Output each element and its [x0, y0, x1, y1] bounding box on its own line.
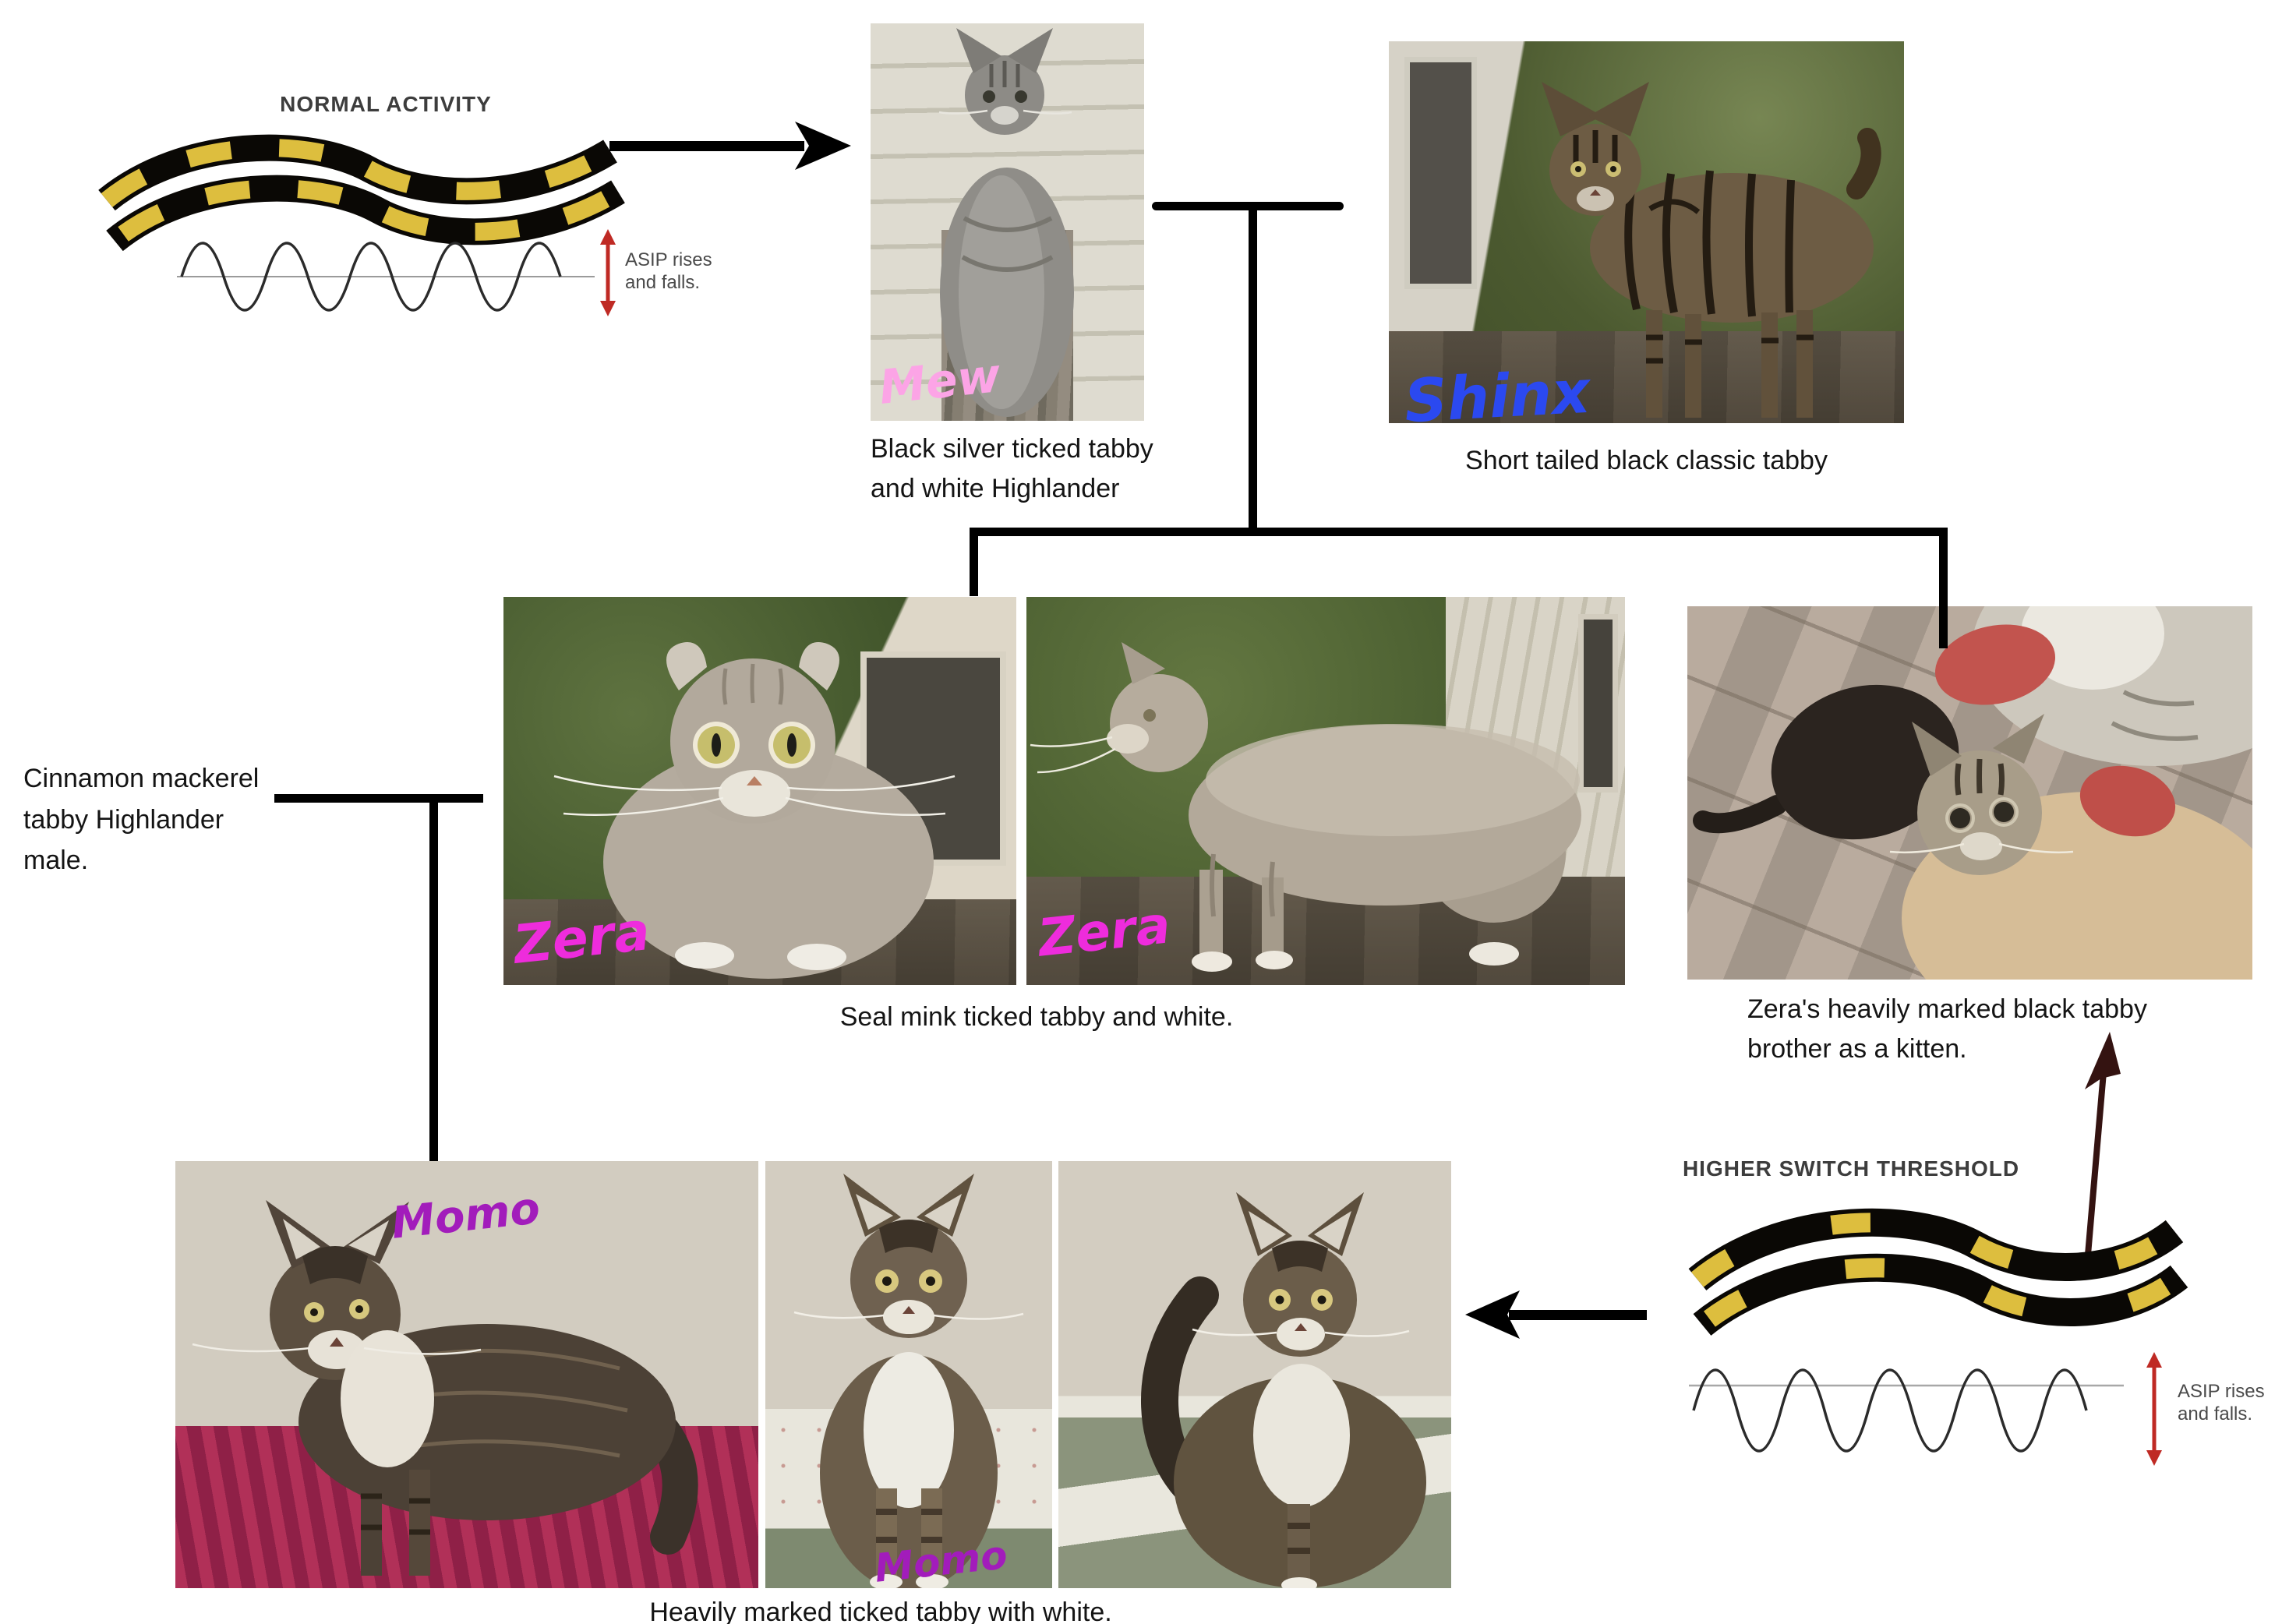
connector-sire-horizontal	[274, 794, 483, 803]
higher-threshold-hair-bands-illustration	[1688, 1208, 2188, 1336]
photo-zera-brother-kitten	[1687, 606, 2252, 980]
zera-side-window	[1577, 613, 1618, 793]
shinx-caption: Short tailed black classic tabby	[1465, 446, 1828, 475]
zera-cat-illustration	[553, 642, 956, 979]
photo-zera-front: Zera	[503, 597, 1016, 985]
higher-threshold-asip-wave	[1689, 1368, 2124, 1453]
zera-brother-caption: Zera's heavily marked black tabby brothe…	[1747, 994, 2147, 1064]
connector-parents-drop	[1249, 202, 1257, 532]
connector-drop-to-zera	[970, 528, 978, 596]
momo-sitting-cat-illustration	[793, 1174, 1024, 1588]
photo-momo-sitting-front: Momo	[765, 1161, 1052, 1588]
normal-activity-asip-wave	[177, 242, 595, 312]
connector-drop-to-kitten	[1939, 528, 1948, 648]
kitten-scene-illustration	[1693, 606, 2252, 980]
normal-activity-hair-bands-illustration	[98, 134, 625, 252]
normal-activity-asip-label: ASIP rises and falls.	[625, 249, 712, 293]
mew-cat-illustration	[938, 28, 1074, 417]
connector-sire-drop-to-momo	[429, 794, 438, 1163]
momo-tail-up-cat-illustration	[1141, 1192, 1426, 1588]
shinx-name-label: Shinx	[1402, 356, 1592, 423]
mew-caption: Black silver ticked tabby and white High…	[871, 434, 1153, 503]
normal-activity-title: NORMAL ACTIVITY	[280, 92, 492, 116]
momo-standing-cat-illustration	[192, 1200, 698, 1576]
connector-mew-shinx	[1152, 202, 1344, 210]
photo-shinx: Shinx	[1389, 41, 1904, 423]
photo-momo-sitting-tail-up	[1058, 1161, 1451, 1588]
higher-threshold-title: HIGHER SWITCH THRESHOLD	[1682, 1156, 2020, 1181]
zera-side-cat-illustration	[1030, 642, 1581, 972]
arrow-normal-to-mew-icon	[609, 122, 851, 170]
connector-offspring-bar	[970, 528, 1948, 536]
momo-caption: Heavily marked ticked tabby with white.	[649, 1598, 1112, 1624]
zera-caption: Seal mink ticked tabby and white.	[839, 1002, 1234, 1032]
shinx-window	[1404, 56, 1478, 289]
photo-momo-standing: Momo	[175, 1161, 758, 1588]
higher-threshold-asip-label: ASIP rises and falls.	[2178, 1381, 2265, 1425]
higher-threshold-updown-arrow-icon	[2146, 1352, 2162, 1466]
sire-label: Cinnamon mackerel tabby Highlander male.	[23, 764, 260, 876]
normal-activity-updown-arrow-icon	[600, 229, 616, 316]
photo-mew: Mew	[871, 23, 1144, 421]
photo-zera-side: Zera	[1026, 597, 1625, 985]
shinx-cat-illustration	[1542, 82, 1881, 418]
arrow-threshold-to-momo-icon	[1465, 1290, 1647, 1339]
arrow-threshold-to-kitten-icon	[2085, 1032, 2121, 1255]
